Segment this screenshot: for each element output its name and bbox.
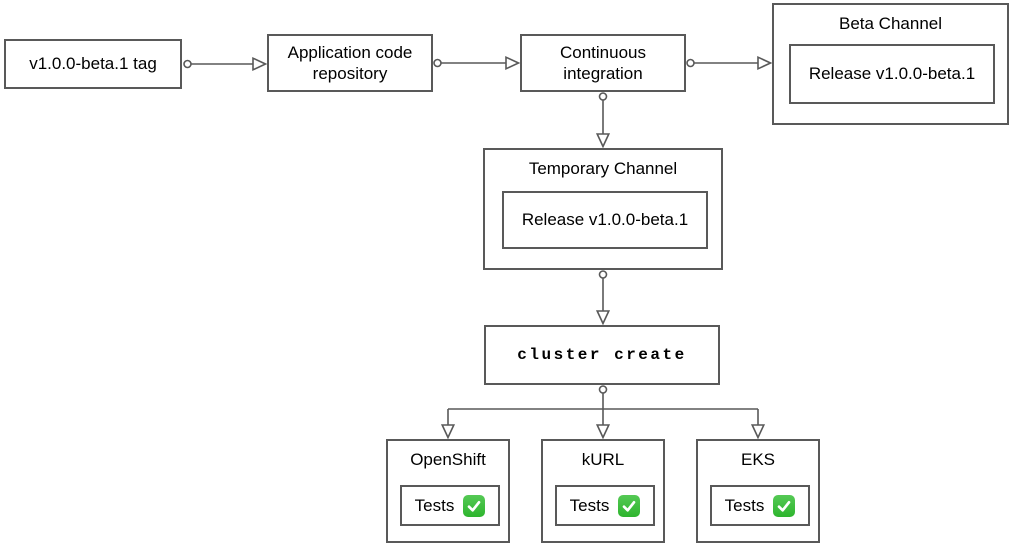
green-check-icon [618, 494, 641, 517]
node-temporary-release: Release v1.0.0-beta.1 [502, 191, 708, 249]
connector-temporary-channel-to-cluster-create [595, 270, 611, 326]
openshift-title: OpenShift [410, 450, 486, 469]
node-cluster-eks: EKS Tests [696, 439, 820, 543]
eks-tests-label: Tests [724, 495, 765, 515]
cluster-create-label: cluster create [517, 346, 687, 364]
beta-channel-title: Beta Channel [838, 14, 943, 33]
node-beta-channel: Beta Channel Release v1.0.0-beta.1 [772, 3, 1009, 125]
node-temporary-channel: Temporary Channel Release v1.0.0-beta.1 [483, 148, 723, 270]
version-tag-label: v1.0.0-beta.1 tag [29, 54, 157, 74]
node-beta-release: Release v1.0.0-beta.1 [789, 44, 995, 104]
node-cluster-kurl: kURL Tests [541, 439, 665, 543]
green-check-icon [463, 494, 486, 517]
node-application-code-repository: Application code repository [267, 34, 433, 92]
eks-title: EKS [740, 450, 776, 469]
connector-tag-to-repo [183, 56, 268, 72]
openshift-tests-label: Tests [414, 495, 455, 515]
connector-ci-to-beta-channel [686, 55, 773, 71]
kurl-tests-box: Tests [555, 485, 655, 526]
openshift-tests-box: Tests [400, 485, 500, 526]
green-check-icon [773, 494, 796, 517]
temporary-release-label: Release v1.0.0-beta.1 [521, 210, 689, 229]
kurl-tests-label: Tests [569, 495, 610, 515]
application-code-repository-label: Application code repository [287, 42, 413, 83]
node-cluster-openshift: OpenShift Tests [386, 439, 510, 543]
continuous-integration-label: Continuous integration [559, 42, 646, 83]
kurl-title: kURL [581, 450, 625, 469]
node-cluster-create: cluster create [484, 325, 720, 385]
temporary-channel-title: Temporary Channel [528, 159, 678, 178]
connector-cluster-create-branch [440, 385, 766, 440]
beta-release-label: Release v1.0.0-beta.1 [808, 64, 976, 83]
eks-tests-box: Tests [710, 485, 810, 526]
node-version-tag: v1.0.0-beta.1 tag [4, 39, 182, 89]
connector-repo-to-ci [433, 55, 521, 71]
node-continuous-integration: Continuous integration [520, 34, 686, 92]
connector-ci-to-temporary-channel [595, 92, 611, 149]
